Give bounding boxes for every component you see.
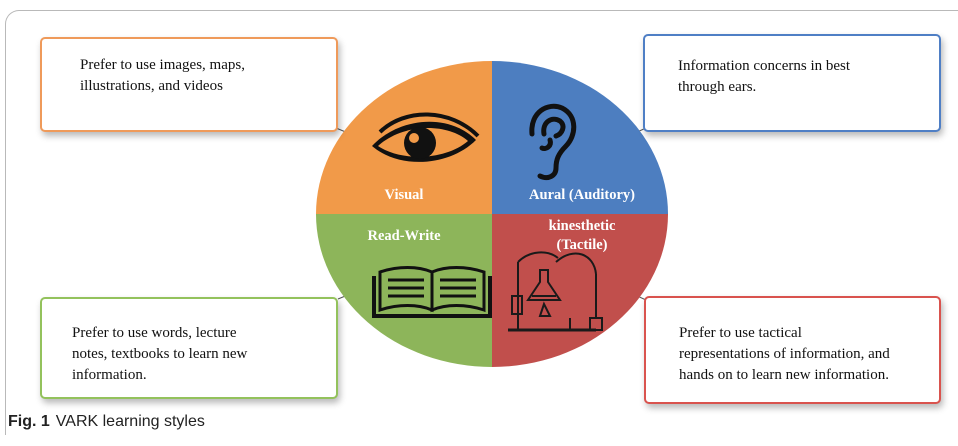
callout-line: Prefer to use words, lecture xyxy=(72,325,237,341)
aural-label: Aural (Auditory) xyxy=(529,187,635,203)
callout-line: through ears. xyxy=(678,79,757,95)
callout-line: illustrations, and videos xyxy=(80,78,223,94)
aural-quadrant xyxy=(492,61,668,214)
aural-callout: Information concerns in best through ear… xyxy=(643,34,941,132)
lab-apparatus-icon xyxy=(508,251,603,332)
read-write-quadrant xyxy=(316,214,492,367)
kinesthetic-label-line2: (Tactile) xyxy=(556,237,607,253)
read-write-label: Read-Write xyxy=(367,228,441,244)
caption-text: VARK learning styles xyxy=(55,413,205,430)
visual-callout: Prefer to use images, maps, illustration… xyxy=(40,37,338,132)
ear-icon xyxy=(529,103,577,181)
caption-prefix: Fig. 1 xyxy=(8,413,50,430)
callout-line: hands on to learn new information. xyxy=(679,367,889,383)
callout-line: Prefer to use images, maps, xyxy=(80,57,245,73)
callout-line: information. xyxy=(72,367,147,383)
open-book-icon xyxy=(372,266,492,318)
callout-line: representations of information, and xyxy=(679,346,890,362)
kinesthetic-callout: Prefer to use tactical representations o… xyxy=(644,296,941,404)
read-write-callout: Prefer to use words, lecture notes, text… xyxy=(40,297,338,399)
callout-line: notes, textbooks to learn new xyxy=(72,346,248,362)
eye-icon xyxy=(372,112,480,162)
visual-label: Visual xyxy=(385,187,424,203)
callout-line: Prefer to use tactical xyxy=(679,325,802,341)
callout-line: Information concerns in best xyxy=(678,58,851,74)
kinesthetic-label-line1: kinesthetic xyxy=(549,218,616,234)
figure-frame xyxy=(5,10,958,435)
figure-caption: Fig. 1 VARK learning styles xyxy=(8,413,205,431)
